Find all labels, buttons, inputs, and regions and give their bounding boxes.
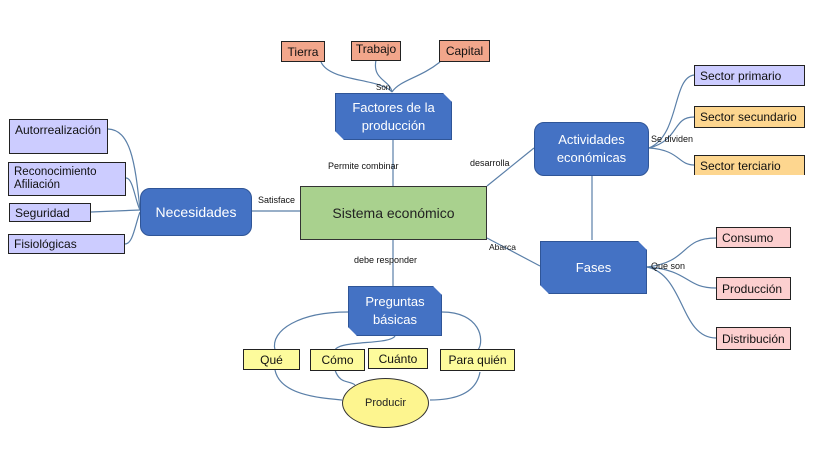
sector-primario: Sector primario [694, 65, 805, 86]
link-label-abarca: Abarca [489, 242, 516, 252]
link-label-debe-responder: debe responder [354, 255, 418, 265]
connector-sector-terciario [648, 147, 695, 166]
question-que: Qué [243, 349, 300, 370]
phase-produccion: Producción [716, 277, 791, 300]
connector-como-producir [334, 369, 356, 386]
need-fisiologicas: Fisiológicas [8, 234, 125, 254]
connector-autorrealizacion [107, 128, 141, 211]
need-reconocimiento-label: Reconocimiento Afiliación [14, 166, 97, 191]
node-factores-label: Factores de la producción [352, 99, 435, 133]
connector-distribucion [646, 266, 717, 339]
link-label-se-dividen: Se dividen [651, 134, 694, 144]
connector-tierra [320, 61, 393, 93]
node-preguntas-basicas[interactable]: Preguntas básicas [348, 286, 442, 336]
question-para-quien-label: Para quién [448, 353, 507, 367]
factor-trabajo-label: Trabajo [355, 42, 397, 56]
need-autorrealizacion: Autorrealización [9, 119, 108, 154]
need-autorrealizacion-label: Autorrealización [15, 123, 102, 137]
question-cuanto-label: Cuánto [378, 351, 418, 366]
link-label-permite-combinar: Permite combinar [328, 161, 399, 171]
question-cuanto: Cuánto [368, 348, 428, 369]
connector-consumo [646, 237, 717, 268]
connector-reconocimiento [125, 177, 141, 211]
node-actividades-label: Actividades económicas [556, 132, 627, 165]
factor-tierra-label: Tierra [287, 44, 319, 59]
phase-distribucion-label: Distribución [722, 331, 785, 346]
connector-para-quien [441, 311, 482, 351]
link-label-satisface: Satisface [258, 195, 296, 205]
node-factores-produccion[interactable]: Factores de la producción [335, 93, 452, 140]
sector-secundario-label: Sector secundario [700, 110, 797, 124]
connector-como [334, 335, 396, 351]
sector-primario-label: Sector primario [700, 68, 782, 83]
link-label-desarrolla: desarrolla [470, 158, 510, 168]
connector-produccion [646, 266, 717, 289]
node-actividades-economicas[interactable]: Actividades económicas [534, 122, 649, 176]
node-preguntas-label: Preguntas básicas [365, 294, 425, 327]
link-label-que-son: Que son [651, 261, 686, 271]
node-fases[interactable]: Fases [540, 241, 647, 294]
need-reconocimiento-afiliacion: Reconocimiento Afiliación [8, 162, 126, 196]
factor-trabajo: Trabajo [351, 41, 401, 61]
factor-capital: Capital [439, 40, 490, 62]
connector-para-quien-producir [429, 371, 481, 401]
connector-sector-primario [648, 74, 695, 149]
question-como: Cómo [310, 349, 365, 371]
factor-capital-label: Capital [445, 44, 484, 58]
sector-terciario: Sector terciario [694, 155, 805, 175]
node-sistema-economico-label: Sistema económico [332, 205, 455, 221]
node-producir[interactable]: Producir [342, 378, 429, 428]
node-necesidades[interactable]: Necesidades [140, 188, 252, 236]
factor-tierra: Tierra [281, 41, 325, 62]
connector-center-fases [486, 237, 541, 267]
phase-produccion-label: Producción [722, 281, 783, 296]
connector-fisiologicas [124, 211, 141, 245]
connector-center-actividades [486, 147, 535, 187]
question-que-label: Qué [260, 352, 283, 367]
link-label-son: Son [376, 83, 391, 92]
need-fisiologicas-label: Fisiológicas [14, 237, 77, 251]
phase-distribucion: Distribución [716, 327, 791, 350]
node-producir-label: Producir [365, 397, 406, 409]
phase-consumo-label: Consumo [722, 230, 774, 245]
question-como-label: Cómo [321, 353, 354, 367]
phase-consumo: Consumo [716, 227, 791, 248]
connector-seguridad [90, 209, 141, 213]
sector-secundario: Sector secundario [694, 106, 805, 128]
connector-sector-secundario [648, 116, 695, 149]
connector-capital [391, 61, 441, 93]
connector-trabajo [374, 59, 393, 93]
question-para-quien: Para quién [440, 349, 515, 371]
need-seguridad-label: Seguridad [15, 205, 70, 220]
node-sistema-economico[interactable]: Sistema económico [300, 186, 487, 240]
need-seguridad: Seguridad [9, 203, 91, 222]
node-necesidades-label: Necesidades [155, 203, 237, 220]
connector-que [273, 311, 349, 351]
connector-que-producir [274, 369, 343, 401]
node-fases-label: Fases [575, 259, 612, 275]
sector-terciario-label: Sector terciario [700, 158, 781, 173]
